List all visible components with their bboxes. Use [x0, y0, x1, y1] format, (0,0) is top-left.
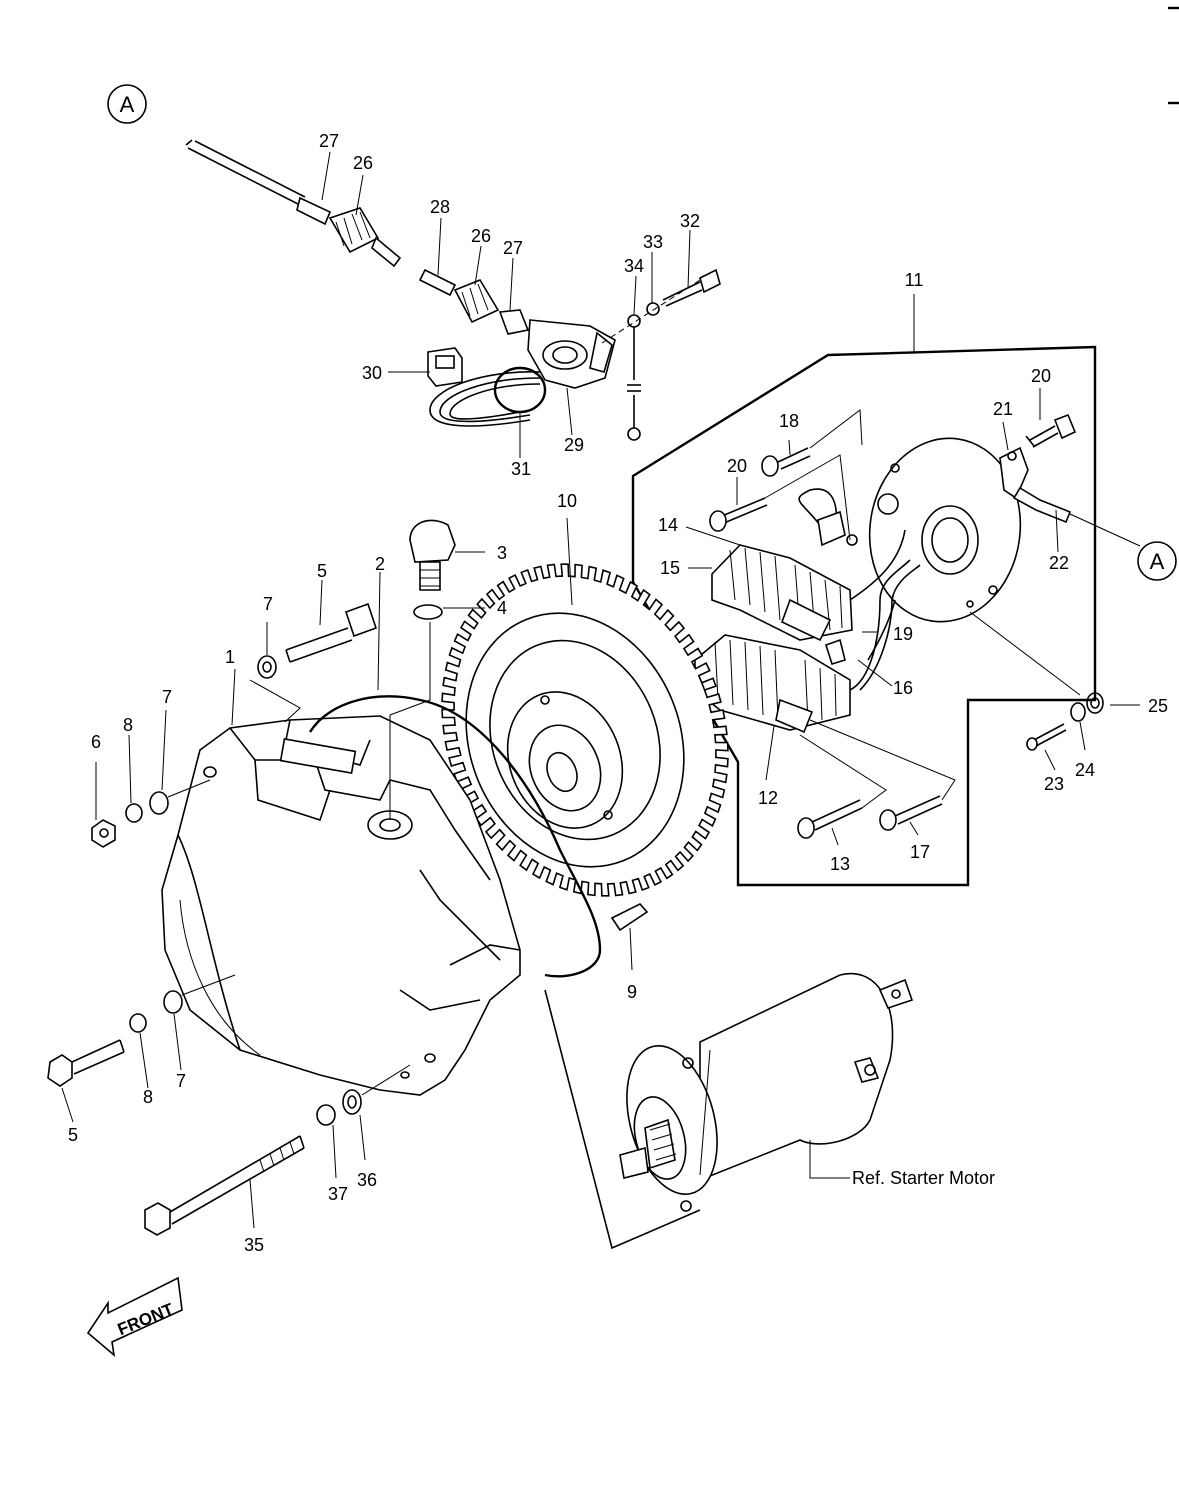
- leader-2: [377, 571, 381, 691]
- bolt-5-upper: [285, 579, 378, 663]
- front-direction-arrow: FRONT: [86, 1276, 183, 1357]
- part-label-7-upper: 7: [263, 594, 273, 614]
- part-label-13: 13: [830, 854, 850, 874]
- washer-7-lower: [163, 990, 183, 1014]
- leader-lines-top: [321, 151, 691, 458]
- bolt-20-right: [1025, 413, 1077, 448]
- part-label-15: 15: [660, 558, 680, 578]
- part-label-35: 35: [244, 1235, 264, 1255]
- part-label-26-lower: 26: [471, 226, 491, 246]
- washer-36: [342, 1089, 362, 1115]
- reference-marker-a-top: A: [107, 84, 147, 124]
- dowel-pin-9: [610, 903, 649, 932]
- part-label-8-lower: 8: [143, 1087, 153, 1107]
- part-label-20-right: 20: [1031, 366, 1051, 386]
- part-label-24: 24: [1075, 760, 1095, 780]
- part-label-5-upper: 5: [317, 561, 327, 581]
- part-label-1: 1: [225, 647, 235, 667]
- charging-coil-upper: [711, 488, 858, 642]
- stator-wiring: [849, 529, 921, 691]
- part-label-5-lower: 5: [68, 1125, 78, 1145]
- part-label-22: 22: [1049, 553, 1069, 573]
- part-label-18: 18: [779, 411, 799, 431]
- starter-motor-reference: Ref. Starter Motor: [852, 1168, 995, 1188]
- nut-6: [91, 819, 116, 848]
- bolt-35: [144, 1135, 305, 1236]
- reference-marker-a-right: A: [1137, 541, 1177, 581]
- leader-lines-stator: [685, 388, 1140, 846]
- part-label-8-upper: 8: [123, 715, 133, 735]
- part-label-16: 16: [893, 678, 913, 698]
- part-label-4: 4: [497, 598, 507, 618]
- washer-7-left: [149, 791, 169, 815]
- part-labels: 1 2 3 4 5 5 6 7 7 7 8 8 9 10 11 12 13 14…: [68, 131, 1168, 1255]
- reference-letter: A: [120, 92, 135, 117]
- washer-37: [316, 1104, 336, 1126]
- part-label-27-lower: 27: [503, 238, 523, 258]
- part-label-11: 11: [905, 270, 924, 290]
- screw-17: [879, 795, 943, 831]
- part-label-21: 21: [993, 399, 1013, 419]
- washer-7-upper: [257, 655, 277, 679]
- part-label-27-upper: 27: [319, 131, 339, 151]
- starter-ref-line: [544, 989, 701, 1250]
- part-label-19: 19: [893, 624, 913, 644]
- flywheel-rotor: [441, 517, 729, 897]
- starter-ref-leader: [809, 1140, 850, 1179]
- bolt-5-lower: [47, 1039, 125, 1123]
- bolt-20-left: [709, 497, 768, 532]
- part-label-23: 23: [1044, 774, 1064, 794]
- part-label-32: 32: [680, 211, 700, 231]
- gasket-2: [308, 695, 602, 978]
- washer-8-lower: [129, 1013, 147, 1033]
- part-label-36: 36: [357, 1170, 377, 1190]
- part-label-6: 6: [91, 732, 101, 752]
- washer-24: [1070, 702, 1086, 722]
- part-label-31: 31: [511, 459, 531, 479]
- part-label-20-left: 20: [727, 456, 747, 476]
- screw-13: [797, 799, 863, 839]
- washer-25: [1086, 692, 1104, 714]
- pickup-coil-bracket: [999, 446, 1141, 547]
- part-label-25: 25: [1148, 696, 1168, 716]
- part-label-29: 29: [564, 435, 584, 455]
- reference-letter: A: [1150, 549, 1165, 574]
- o-ring-4: [413, 604, 443, 620]
- part-label-9: 9: [627, 982, 637, 1002]
- bolt-18: [761, 447, 811, 477]
- part-label-12: 12: [758, 788, 778, 808]
- part-label-37: 37: [328, 1184, 348, 1204]
- part-label-2: 2: [375, 554, 385, 574]
- part-label-30: 30: [362, 363, 382, 383]
- part-label-7-left: 7: [162, 687, 172, 707]
- part-label-7-lower: 7: [176, 1071, 186, 1091]
- part-label-3: 3: [497, 543, 507, 563]
- bolt-23: [1026, 723, 1067, 751]
- part-label-10: 10: [557, 491, 577, 511]
- part-label-33: 33: [643, 232, 663, 252]
- part-label-26-upper: 26: [353, 153, 373, 173]
- part-label-14: 14: [658, 515, 678, 535]
- part-label-17: 17: [910, 842, 930, 862]
- part-label-28: 28: [430, 197, 450, 217]
- washer-8-upper: [125, 803, 143, 823]
- neutral-switch: [409, 519, 485, 591]
- speedometer-cable-assembly: [185, 139, 721, 441]
- part-label-34: 34: [624, 256, 644, 276]
- starter-motor: [619, 972, 914, 1212]
